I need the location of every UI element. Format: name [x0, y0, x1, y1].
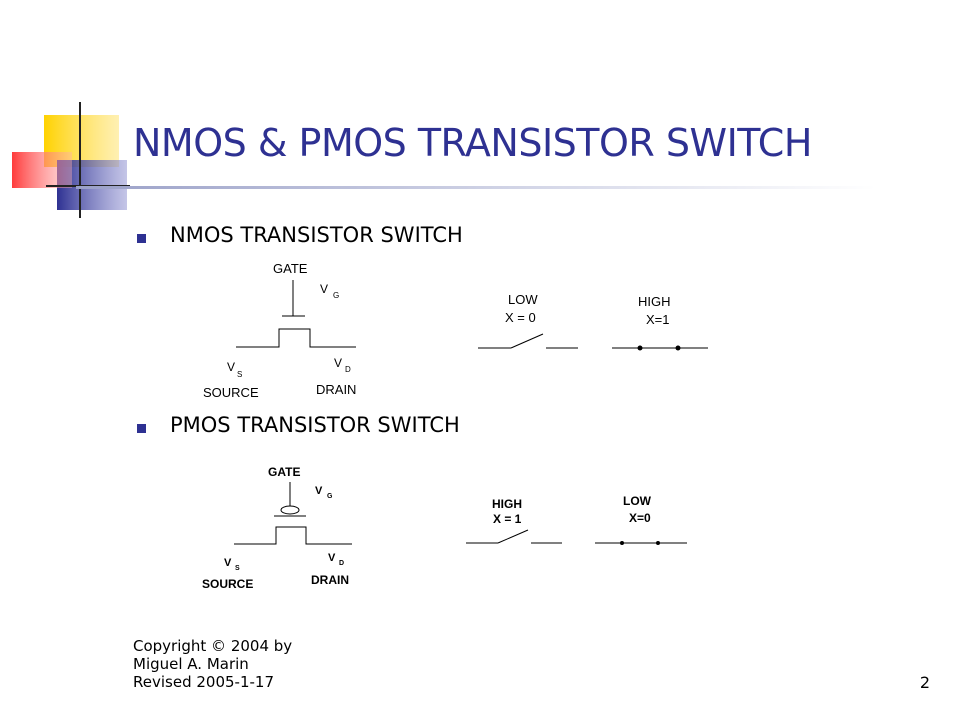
nmos-open-line2: X = 0: [505, 310, 536, 325]
nmos-vd-sub: D: [345, 365, 351, 374]
pmos-source-label: SOURCE: [202, 577, 253, 591]
footer-line-2: Miguel A. Marin: [133, 655, 249, 673]
nmos-closed-contact-left: [637, 345, 643, 351]
heading-nmos: NMOS TRANSISTOR SWITCH: [170, 223, 463, 247]
nmos-open-switch: [478, 333, 578, 349]
bullet-marker-nmos: [137, 234, 146, 243]
nmos-closed-line1: HIGH: [638, 294, 671, 309]
pmos-vg-sub: G: [327, 493, 333, 500]
pmos-open-line1: HIGH: [492, 497, 522, 511]
slide-title: NMOS & PMOS TRANSISTOR SWITCH: [133, 121, 812, 165]
nmos-open-line1: LOW: [508, 292, 538, 307]
pmos-drain-label: DRAIN: [311, 573, 349, 587]
nmos-vg-sub: G: [333, 291, 339, 300]
nmos-vd-label: V: [334, 356, 342, 370]
nmos-source-label: SOURCE: [203, 385, 259, 400]
nmos-drain-label: DRAIN: [316, 382, 356, 397]
nmos-vg-label: V: [320, 282, 328, 296]
footer-line-3: Revised 2005-1-17: [133, 673, 274, 691]
pmos-gate-label: GATE: [268, 465, 300, 479]
pmos-closed-line2: X=0: [629, 511, 651, 525]
pmos-vg-label: V: [315, 485, 323, 497]
pmos-vd-sub: D: [339, 560, 344, 567]
pmos-closed-contact-right: [656, 541, 660, 545]
pmos-open-line2: X = 1: [493, 512, 522, 526]
pmos-vd-label: V: [328, 552, 336, 564]
pmos-open-switch: [466, 529, 562, 544]
pmos-transistor-symbol: [234, 482, 352, 545]
nmos-vs-sub: S: [237, 370, 242, 379]
nmos-transistor-symbol: [236, 280, 356, 348]
footer-line-1: Copyright © 2004 by: [133, 637, 293, 655]
pmos-closed-line1: LOW: [623, 494, 652, 508]
footer-copyright: Copyright © 2004 by Miguel A. Marin Revi…: [133, 637, 292, 691]
nmos-vs-label: V: [227, 360, 235, 374]
heading-pmos: PMOS TRANSISTOR SWITCH: [170, 413, 460, 437]
page-number: 2: [919, 673, 930, 692]
nmos-gate-label: GATE: [273, 261, 308, 276]
pmos-closed-contact-left: [620, 541, 624, 545]
nmos-closed-contact-right: [675, 345, 681, 351]
title-underline: [76, 186, 876, 189]
nmos-closed-line2: X=1: [646, 312, 670, 327]
pmos-vs-label: V: [224, 557, 232, 569]
bullet-marker-pmos: [137, 424, 146, 433]
slide-logo-graphic: [12, 102, 130, 218]
pmos-vs-sub: S: [235, 565, 240, 572]
